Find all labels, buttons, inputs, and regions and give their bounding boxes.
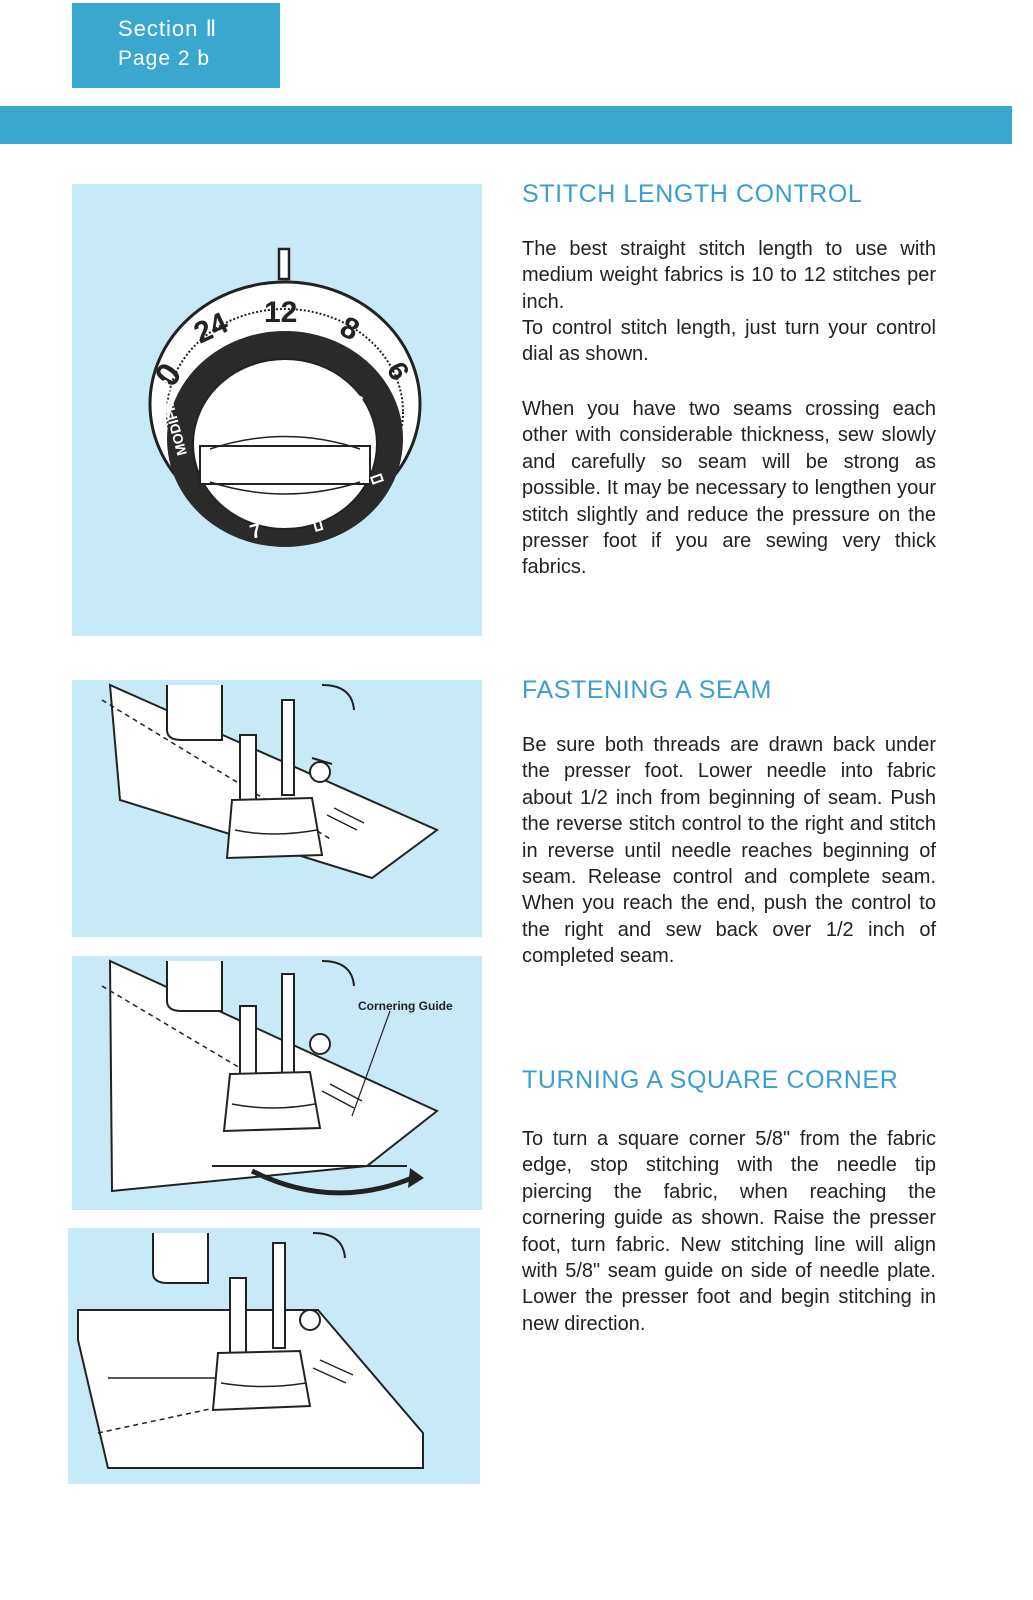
cornering-guide-illustration: [72, 956, 482, 1210]
machine-arm: [166, 685, 223, 741]
sewing-foot-drawing-1: [101, 683, 439, 880]
fastening-seam-illustration: [72, 680, 482, 937]
square-corner-paragraph: To turn a square corner 5/8" from the fa…: [522, 1128, 936, 1335]
stitch-length-heading: STITCH LENGTH CONTROL: [522, 180, 863, 208]
sewing-foot-drawing-3: [77, 1232, 424, 1469]
presser-foot: [225, 796, 324, 860]
presser-bar: [239, 734, 257, 806]
guide-pointer-line: [351, 1010, 391, 1117]
stitch-length-paragraph-2: To control stitch length, just turn your…: [522, 317, 936, 366]
presser-foot-3: [211, 1349, 312, 1412]
stitch-length-paragraph-3: When you have two seams crossing each ot…: [522, 398, 936, 579]
section-tab: Section Ⅱ Page 2 b: [72, 3, 280, 88]
page-label: Page 2 b: [118, 47, 211, 70]
indicator-mark: [277, 247, 291, 281]
cornering-guide-label: Cornering Guide: [358, 999, 453, 1013]
section-label: Section Ⅱ: [118, 16, 218, 41]
dial-mark-12: 12: [264, 296, 297, 329]
stitch-length-paragraph-1: The best straight stitch length to use w…: [522, 238, 936, 313]
dial-drawing: 0 24 12 8 6 MODIFIERS 7: [147, 247, 422, 547]
knob-grip: [199, 445, 371, 485]
turn-arrow: [250, 1168, 413, 1196]
square-corner-heading: TURNING A SQUARE CORNER: [522, 1066, 899, 1094]
inner-knob: [192, 358, 378, 530]
sewing-foot-drawing-2: [101, 959, 439, 1196]
presser-foot-2: [222, 1070, 322, 1133]
turning-corner-illustration: [68, 1228, 480, 1484]
dial-mark-7: 7: [248, 520, 264, 544]
header-band: [0, 106, 1012, 144]
dial-illustration: 0 24 12 8 6 MODIFIERS 7: [72, 184, 482, 636]
pointer-dot: [278, 360, 292, 374]
fastening-seam-paragraph: Be sure both threads are drawn back unde…: [522, 734, 936, 968]
fastening-seam-heading: FASTENING A SEAM: [522, 676, 772, 704]
needle-bar: [281, 699, 295, 796]
